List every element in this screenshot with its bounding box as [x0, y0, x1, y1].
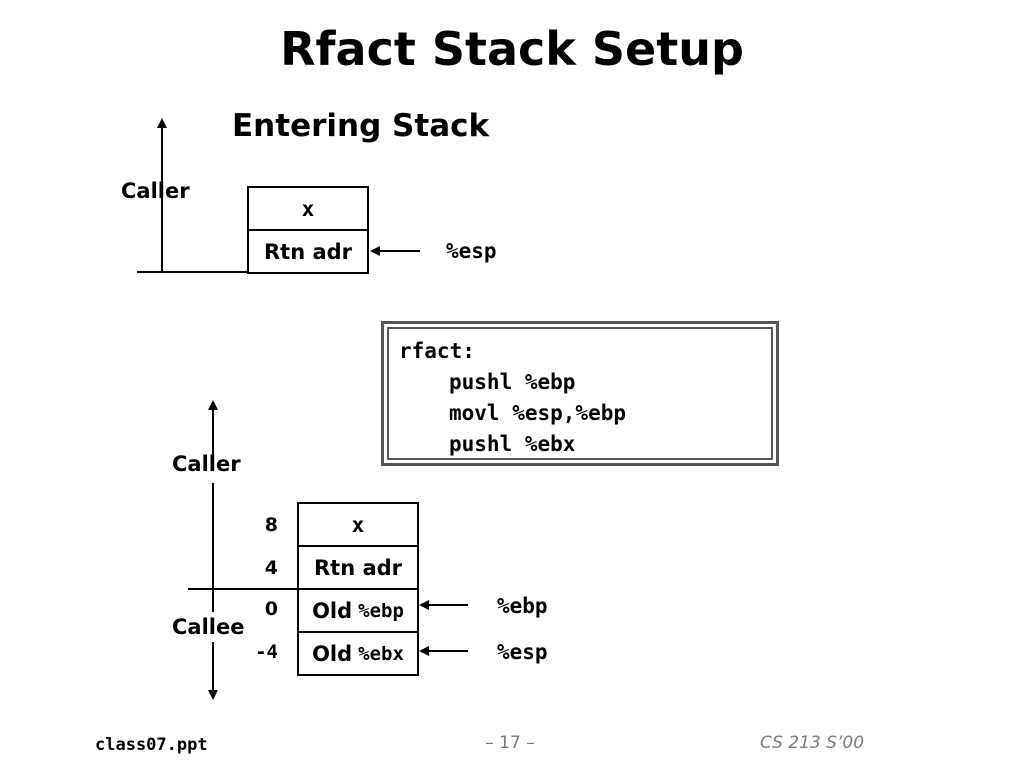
stack-cell-text: x [351, 512, 365, 537]
stack-cell-reg: %ebp [358, 599, 404, 622]
code-line: rfact: [399, 339, 475, 363]
stack-cell-rtn: Rtn adr [297, 545, 419, 590]
stack-cell-reg: %ebx [358, 642, 404, 665]
offset-label: 0 [264, 598, 278, 620]
bottom-callee-label: Callee [172, 615, 245, 639]
code-box: rfact: pushl %ebp movl %esp,%ebp pushl %… [381, 321, 779, 466]
footer-course: CS 213 S’00 [760, 733, 865, 753]
top-cell-rtn-text: Rtn adr [263, 239, 353, 264]
offset-label: -4 [255, 641, 278, 663]
stack-cell-old-ebx: Old %ebx [297, 631, 419, 676]
bottom-esp-label: %esp [497, 640, 548, 664]
slide-subtitle: Entering Stack [232, 108, 490, 144]
stack-cell-text: Rtn adr [313, 555, 403, 580]
code-line: pushl %ebx [449, 432, 576, 456]
offset-label: 8 [264, 514, 278, 536]
footer-filename: class07.ppt [95, 735, 208, 755]
stack-cell-old-ebp: Old %ebp [297, 588, 419, 633]
stack-cell-x: x [297, 502, 419, 547]
footer-page-number: – 17 – [485, 733, 535, 753]
top-stack-cell-x: x [247, 186, 369, 231]
offset-label: 4 [264, 557, 278, 579]
top-esp-label: %esp [446, 239, 497, 263]
slide-title: Rfact Stack Setup [280, 22, 744, 76]
bottom-ebp-label: %ebp [497, 594, 548, 618]
code-listing: rfact: pushl %ebp movl %esp,%ebp pushl %… [387, 327, 773, 460]
bottom-caller-label: Caller [172, 452, 241, 476]
top-stack-cell-rtn: Rtn adr [247, 229, 369, 274]
top-cell-x-text: x [301, 196, 315, 221]
code-line: pushl %ebp [449, 370, 576, 394]
stack-cell-text: Old [312, 641, 353, 666]
stack-cell-text: Old [312, 598, 353, 623]
top-caller-label: Caller [121, 179, 190, 203]
code-line: movl %esp,%ebp [449, 401, 627, 425]
